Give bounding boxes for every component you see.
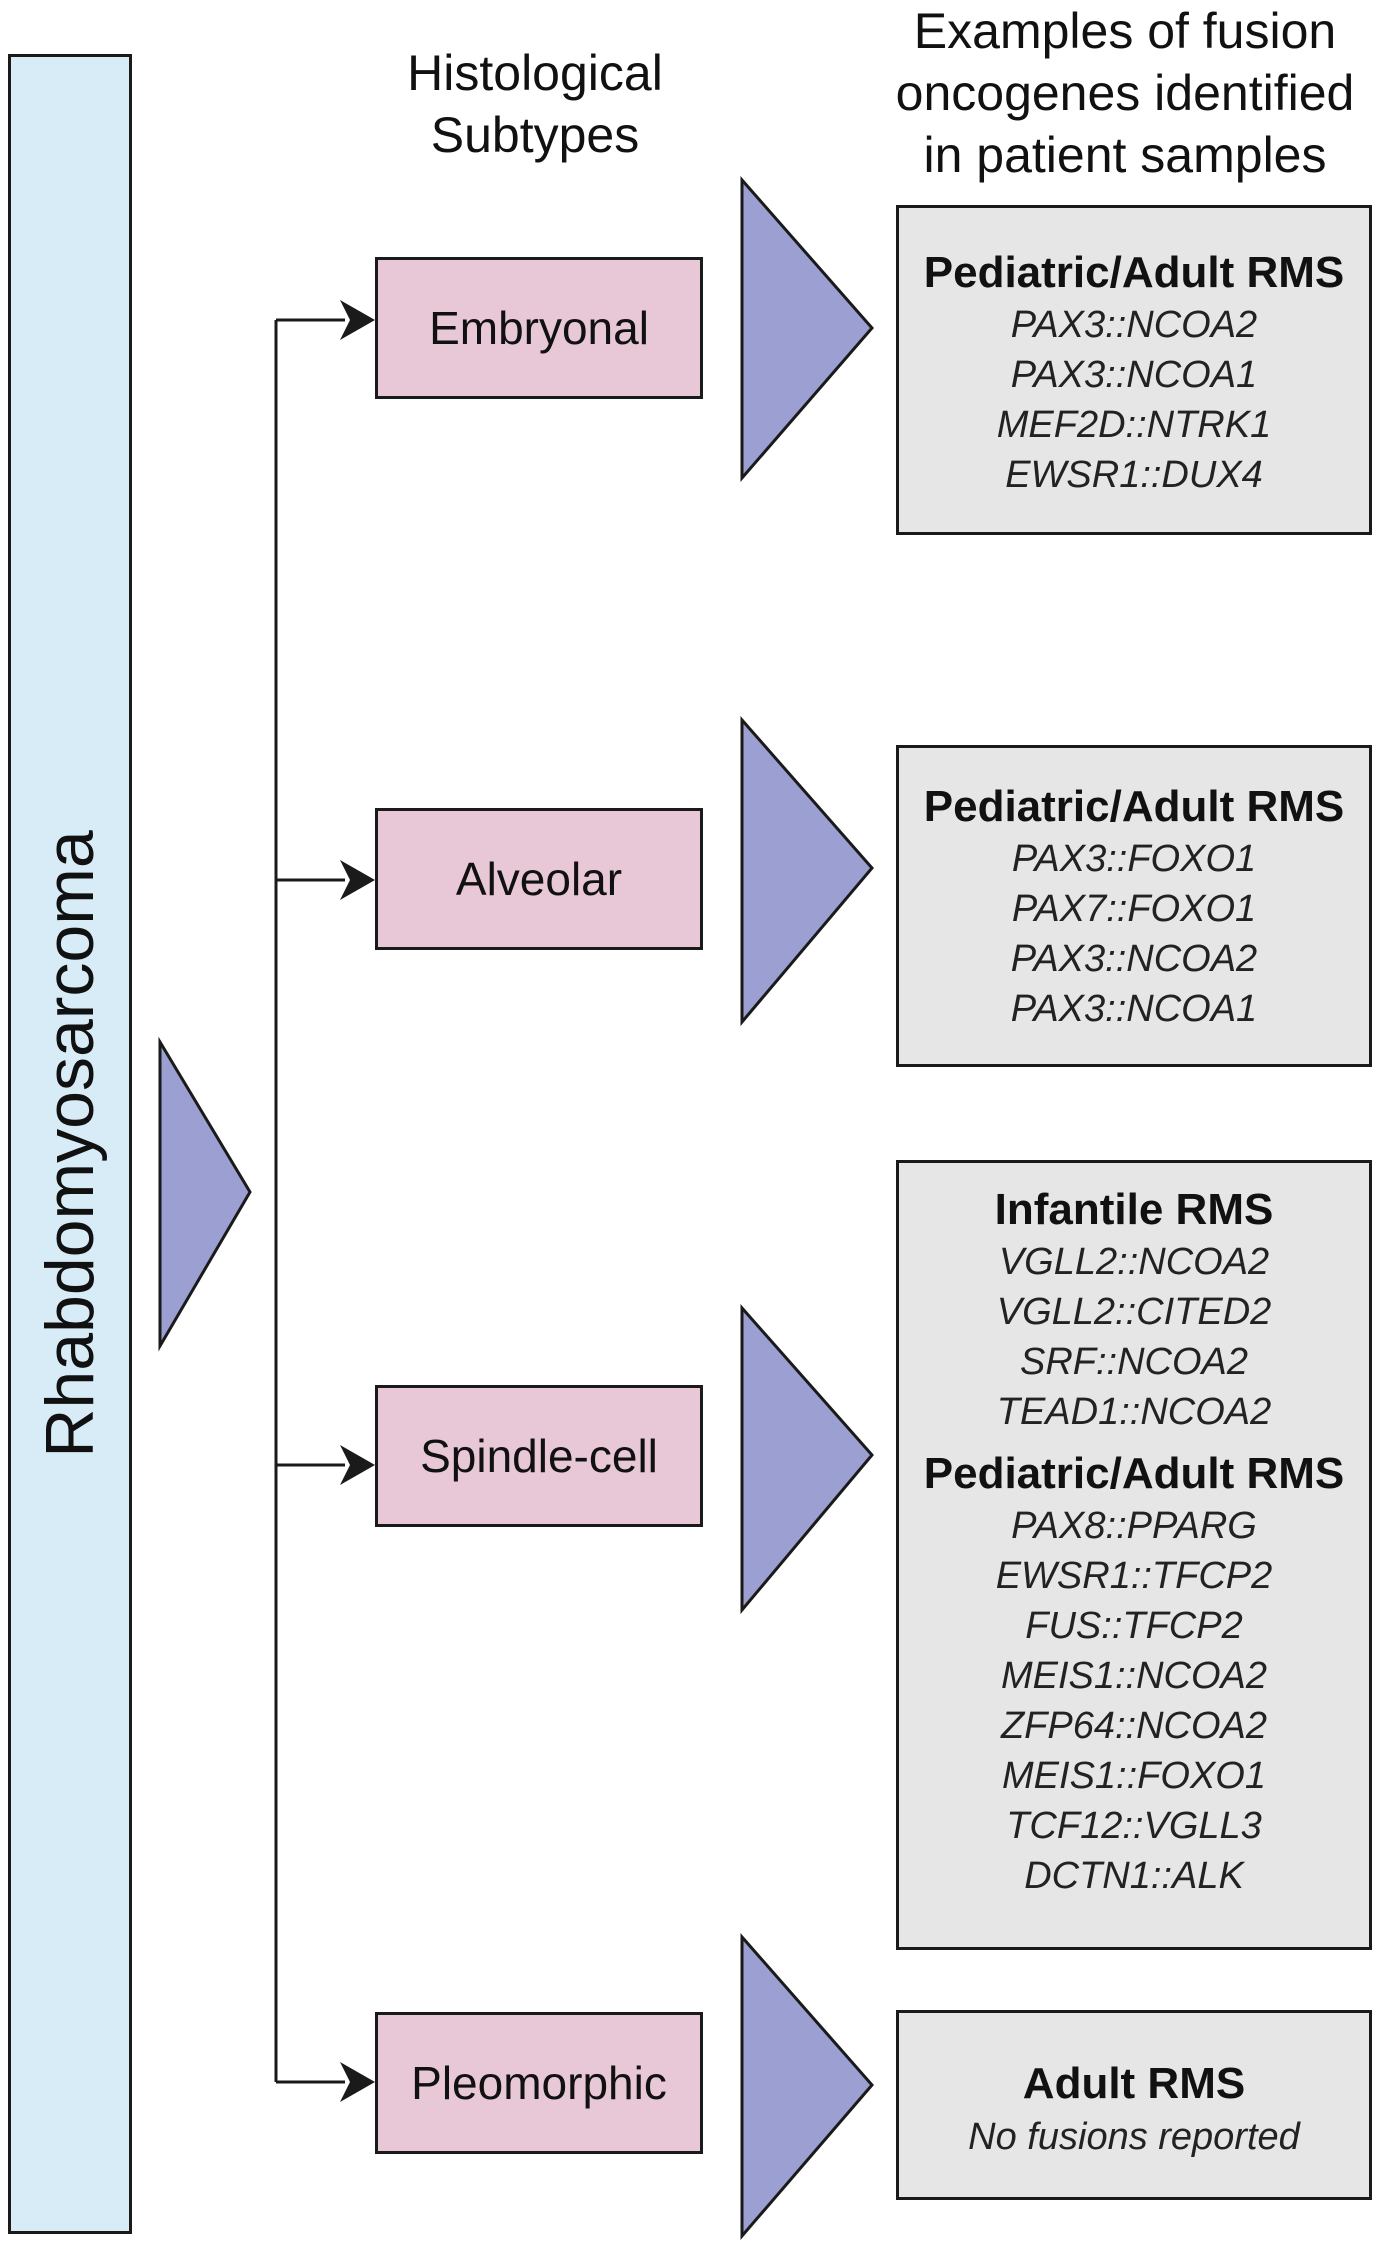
gene-fusion: MEIS1::NCOA2 xyxy=(1000,1655,1268,1697)
triangle-spindle-cell xyxy=(740,1304,874,1615)
gene-fusion: SRF::NCOA2 xyxy=(1019,1341,1249,1383)
root-node: Rhabdomyosarcoma xyxy=(8,54,132,2234)
gene-fusion: PAX3::NCOA1 xyxy=(1010,354,1258,396)
header-subtypes: Histological Subtypes xyxy=(407,45,663,163)
gene-fusion: PAX7::FOXO1 xyxy=(1011,888,1257,930)
gene-fusion: EWSR1::DUX4 xyxy=(1005,454,1263,496)
gene-fusion: TCF12::VGLL3 xyxy=(1006,1805,1262,1847)
group-title: Infantile RMS xyxy=(994,1185,1274,1234)
gene-fusion: FUS::TFCP2 xyxy=(1025,1605,1243,1647)
gene-fusion: EWSR1::TFCP2 xyxy=(995,1555,1273,1597)
gene-fusion: MEF2D::NTRK1 xyxy=(996,404,1272,446)
gene-fusion: PAX3::NCOA1 xyxy=(1010,988,1258,1030)
gene-fusion: PAX3::NCOA2 xyxy=(1010,304,1258,346)
group-title: Pediatric/Adult RMS xyxy=(923,248,1345,297)
subtype-label: Alveolar xyxy=(455,853,623,905)
subtype-pleomorphic: Pleomorphic xyxy=(375,2012,703,2154)
gene-fusion: PAX3::NCOA2 xyxy=(1010,938,1258,980)
gene-fusion: VGLL2::CITED2 xyxy=(996,1291,1272,1333)
gene-fusion: ZFP64::NCOA2 xyxy=(1000,1705,1268,1747)
subtype-label: Pleomorphic xyxy=(411,2057,667,2109)
branch-spindle-cell xyxy=(276,1445,375,1485)
branch-pleomorphic xyxy=(276,2062,375,2102)
group-title: Pediatric/Adult RMS xyxy=(923,1449,1345,1498)
gene-fusion: TEAD1::NCOA2 xyxy=(996,1391,1272,1433)
gene-fusion: PAX8::PPARG xyxy=(1011,1505,1257,1547)
gene-fusion: PAX3::FOXO1 xyxy=(1011,838,1257,880)
fusion-panel-alveolar: Pediatric/Adult RMS PAX3::FOXO1 PAX7::FO… xyxy=(896,745,1372,1067)
subtype-label: Embryonal xyxy=(429,302,649,354)
group-title: Adult RMS xyxy=(1022,2059,1246,2108)
subtype-alveolar: Alveolar xyxy=(375,808,703,950)
fusion-panel-spindle-cell: Infantile RMS VGLL2::NCOA2 VGLL2::CITED2… xyxy=(896,1160,1372,1950)
subtype-embryonal: Embryonal xyxy=(375,257,703,399)
triangle-embryonal xyxy=(740,176,874,483)
no-fusions-note: No fusions reported xyxy=(968,2116,1300,2158)
gene-fusion: VGLL2::NCOA2 xyxy=(998,1241,1270,1283)
gene-fusion: MEIS1::FOXO1 xyxy=(1002,1755,1266,1797)
group-title: Pediatric/Adult RMS xyxy=(923,782,1345,831)
triangle-pleomorphic xyxy=(740,1933,874,2241)
subtype-label: Spindle-cell xyxy=(420,1430,658,1482)
branch-alveolar xyxy=(276,860,375,900)
subtype-spindle-cell: Spindle-cell xyxy=(375,1385,703,1527)
fusion-panel-embryonal: Pediatric/Adult RMS PAX3::NCOA2 PAX3::NC… xyxy=(896,205,1372,535)
fusion-panel-pleomorphic: Adult RMS No fusions reported xyxy=(896,2010,1372,2200)
gene-fusion: DCTN1::ALK xyxy=(1024,1855,1244,1897)
branch-embryonal xyxy=(276,300,375,340)
triangle-alveolar xyxy=(740,716,874,1027)
root-label: Rhabdomyosarcoma xyxy=(32,830,108,1458)
root-triangle xyxy=(158,1036,252,1352)
header-fusions: Examples of fusion oncogenes identified … xyxy=(895,3,1355,183)
